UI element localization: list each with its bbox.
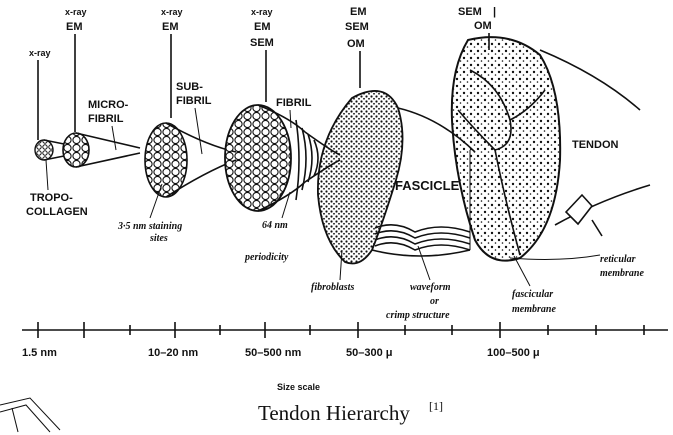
- label-waveform-3: crimp structure: [386, 310, 450, 321]
- label-periodicity-2: periodicity: [244, 252, 289, 263]
- technique-microfibril-xray: x-ray: [65, 7, 87, 17]
- label-fascicular-1: fascicular: [512, 289, 553, 300]
- caption-reference: [1]: [429, 399, 443, 413]
- microfibril-shape: [63, 133, 140, 167]
- label-tropocollagen-1: TROPO-: [30, 192, 73, 204]
- technique-fascicle-om: OM: [347, 38, 365, 50]
- scale-title: Size scale: [277, 382, 320, 392]
- scale-tick-4: 50–300 μ: [346, 347, 393, 359]
- label-subfibril-1: SUB-: [176, 81, 203, 93]
- technique-labels: x-ray x-ray EM x-ray EM x-ray EM SEM EM …: [29, 6, 496, 58]
- technique-subfibril-xray: x-ray: [161, 7, 183, 17]
- label-fibril: FIBRIL: [276, 97, 312, 109]
- technique-fibril-xray: x-ray: [251, 7, 273, 17]
- scale-tick-2: 10–20 nm: [148, 347, 198, 359]
- technique-fibril-em: EM: [254, 21, 271, 33]
- technique-tendon-om: OM: [474, 20, 492, 32]
- technique-fascicle-em: EM: [350, 6, 367, 18]
- technique-divider: |: [493, 6, 496, 18]
- tropocollagen-shape: [35, 140, 64, 160]
- corner-fragment: [0, 398, 60, 432]
- label-waveform-1: waveform: [410, 282, 451, 293]
- subfibril-shape: [145, 123, 236, 197]
- label-waveform-2: or: [430, 296, 439, 307]
- label-staining-2: sites: [149, 233, 168, 244]
- technique-fibril-sem: SEM: [250, 37, 274, 49]
- label-reticular-1: reticular: [600, 254, 636, 265]
- tendon-shape: [452, 37, 650, 260]
- label-tropocollagen-2: COLLAGEN: [26, 206, 88, 218]
- technique-subfibril-em: EM: [162, 21, 179, 33]
- technique-microfibril-em: EM: [66, 21, 83, 33]
- label-fascicular-2: membrane: [512, 304, 556, 315]
- caption-text: Tendon Hierarchy: [258, 401, 410, 425]
- scale-tick-1: 1.5 nm: [22, 347, 57, 359]
- scale-tick-5: 100–500 μ: [487, 347, 540, 359]
- figure-caption: Tendon Hierarchy [1]: [258, 399, 443, 425]
- size-scale: 1.5 nm 10–20 nm 50–500 nm 50–300 μ 100–5…: [22, 322, 668, 392]
- annotation-labels: 3·5 nm staining sites 64 nm periodicity …: [117, 220, 644, 321]
- label-fascicle: FASCICLE: [395, 178, 460, 193]
- label-subfibril-2: FIBRIL: [176, 95, 212, 107]
- label-microfibril-2: FIBRIL: [88, 113, 124, 125]
- label-periodicity-1: 64 nm: [262, 220, 288, 231]
- reticular-membrane-shape: [566, 195, 602, 236]
- label-fibroblasts: fibroblasts: [311, 282, 354, 293]
- label-microfibril-1: MICRO-: [88, 99, 129, 111]
- technique-fascicle-sem: SEM: [345, 21, 369, 33]
- technique-tendon-sem: SEM: [458, 6, 482, 18]
- label-reticular-2: membrane: [600, 268, 644, 279]
- label-tendon: TENDON: [572, 139, 619, 151]
- label-staining-1: 3·5 nm staining: [117, 221, 182, 232]
- scale-tick-3: 50–500 nm: [245, 347, 301, 359]
- technique-tropocollagen: x-ray: [29, 48, 51, 58]
